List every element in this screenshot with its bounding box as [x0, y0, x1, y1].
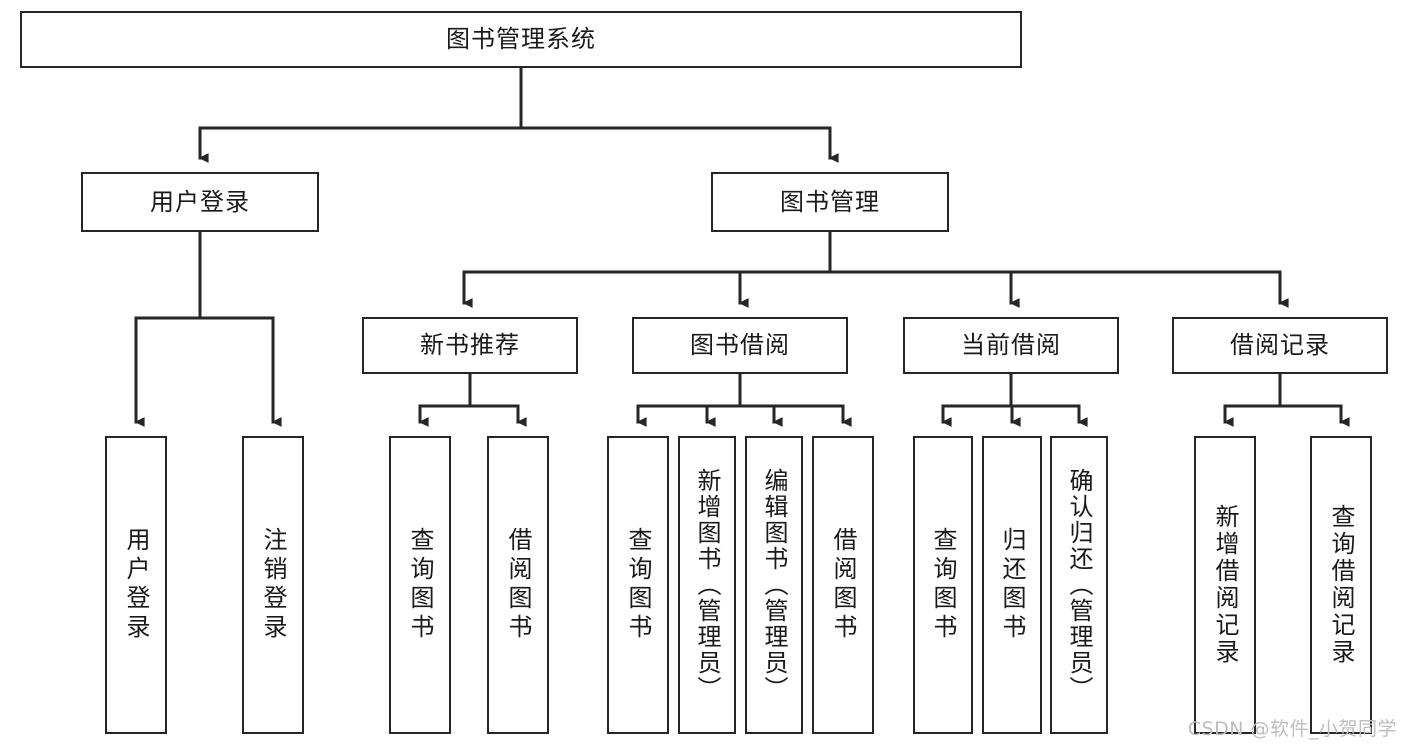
node-leaf-user-login[interactable]: 用户登录: [105, 436, 167, 734]
node-book-borrow-label: 图书借阅: [690, 331, 790, 360]
node-current-borrow[interactable]: 当前借阅: [903, 317, 1119, 374]
node-leaf-confirm-return[interactable]: 确认归还（管理员）: [1050, 436, 1108, 734]
node-leaf-query-book-1-label: 查询图书: [406, 527, 434, 643]
node-book-borrow[interactable]: 图书借阅: [632, 317, 848, 374]
node-new-book-recommend-label: 新书推荐: [420, 331, 520, 360]
node-leaf-return-book-label: 归还图书: [998, 527, 1026, 643]
node-leaf-borrow-book-1-label: 借阅图书: [504, 527, 532, 643]
node-borrow-record[interactable]: 借阅记录: [1172, 317, 1388, 374]
node-leaf-query-book-3[interactable]: 查询图书: [913, 436, 973, 734]
node-leaf-query-book-1[interactable]: 查询图书: [389, 436, 451, 734]
node-book-manage-label: 图书管理: [780, 187, 880, 216]
node-borrow-record-label: 借阅记录: [1230, 331, 1330, 360]
node-user-login[interactable]: 用户登录: [81, 172, 319, 232]
node-leaf-add-record[interactable]: 新增借阅记录: [1194, 436, 1256, 734]
node-leaf-add-book-label: 新增图书（管理员）: [693, 468, 721, 702]
node-current-borrow-label: 当前借阅: [961, 331, 1061, 360]
node-leaf-logout[interactable]: 注销登录: [242, 436, 304, 734]
node-leaf-query-book-3-label: 查询图书: [929, 527, 957, 643]
node-leaf-query-book-2-label: 查询图书: [624, 527, 652, 643]
node-leaf-add-book[interactable]: 新增图书（管理员）: [678, 436, 736, 734]
node-leaf-borrow-book-2[interactable]: 借阅图书: [812, 436, 874, 734]
node-root[interactable]: 图书管理系统: [20, 11, 1022, 68]
node-leaf-query-book-2[interactable]: 查询图书: [607, 436, 669, 734]
node-book-manage[interactable]: 图书管理: [711, 172, 949, 232]
node-leaf-borrow-book-1[interactable]: 借阅图书: [487, 436, 549, 734]
node-new-book-recommend[interactable]: 新书推荐: [362, 317, 578, 374]
node-user-login-label: 用户登录: [150, 187, 250, 216]
node-leaf-query-record-label: 查询借阅记录: [1327, 504, 1355, 666]
node-root-label: 图书管理系统: [446, 25, 596, 54]
node-leaf-borrow-book-2-label: 借阅图书: [829, 527, 857, 643]
node-leaf-query-record[interactable]: 查询借阅记录: [1310, 436, 1372, 734]
node-leaf-user-login-label: 用户登录: [122, 527, 150, 643]
node-leaf-return-book[interactable]: 归还图书: [982, 436, 1042, 734]
node-leaf-confirm-return-label: 确认归还（管理员）: [1065, 468, 1093, 702]
node-leaf-edit-book[interactable]: 编辑图书（管理员）: [745, 436, 803, 734]
node-leaf-add-record-label: 新增借阅记录: [1211, 504, 1239, 666]
node-leaf-logout-label: 注销登录: [259, 527, 287, 643]
node-leaf-edit-book-label: 编辑图书（管理员）: [760, 468, 788, 702]
